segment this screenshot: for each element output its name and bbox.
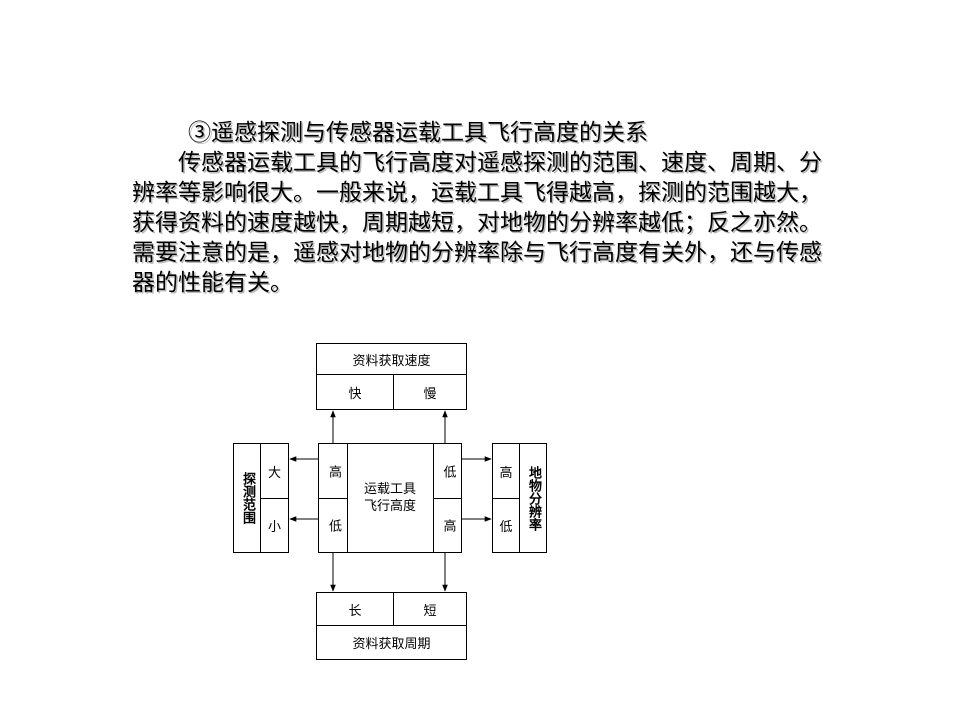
divider (261, 498, 288, 499)
divider (319, 498, 347, 499)
cycle-short: 短 (423, 603, 437, 619)
text-block: ③遥感探测与传感器运载工具飞行高度的关系 传感器运载工具的飞行高度对遥感探测的范… (132, 118, 832, 298)
range-label: 探测范围 (240, 472, 255, 524)
divider (317, 374, 466, 375)
divider (433, 444, 434, 552)
resolution-box: 高 低 地物分辨率 (492, 443, 547, 553)
divider (434, 498, 461, 499)
speed-box-title: 资料获取速度 (352, 353, 431, 369)
speed-box: 资料获取速度 快 慢 (316, 343, 467, 410)
divider (393, 375, 394, 409)
speed-slow: 慢 (423, 386, 437, 402)
speed-fast: 快 (348, 386, 362, 402)
cycle-box: 长 短 资料获取周期 (316, 592, 467, 660)
resolution-label: 地物分辨率 (526, 465, 541, 531)
resolution-low: 低 (499, 520, 513, 535)
altitude-box: 高 低 运载工具 飞行高度 低 高 (318, 443, 462, 553)
range-small: 小 (267, 520, 281, 535)
divider (347, 444, 348, 552)
altitude-title-line1: 运载工具 (363, 482, 416, 497)
center-left-top: 高 (326, 464, 341, 478)
cycle-box-title: 资料获取周期 (352, 637, 431, 652)
divider (493, 498, 519, 499)
center-right-top: 低 (440, 464, 456, 478)
range-box: 探测范围 大 小 (233, 443, 289, 553)
center-right-bottom: 高 (440, 519, 456, 532)
divider (519, 444, 520, 552)
divider (260, 444, 261, 552)
divider (393, 593, 394, 625)
section-paragraph: 传感器运载工具的飞行高度对遥感探测的范围、速度、周期、分辨率等影响很大。一般来说… (132, 150, 822, 296)
range-large: 大 (267, 465, 281, 481)
altitude-title-line2: 飞行高度 (363, 499, 416, 514)
resolution-high: 高 (499, 465, 513, 481)
section-heading: ③遥感探测与传感器运载工具飞行高度的关系 (188, 120, 648, 146)
altitude-title: 运载工具 飞行高度 (348, 444, 432, 552)
center-left-bottom: 低 (326, 519, 341, 532)
cycle-long: 长 (348, 603, 362, 619)
divider (317, 625, 466, 626)
